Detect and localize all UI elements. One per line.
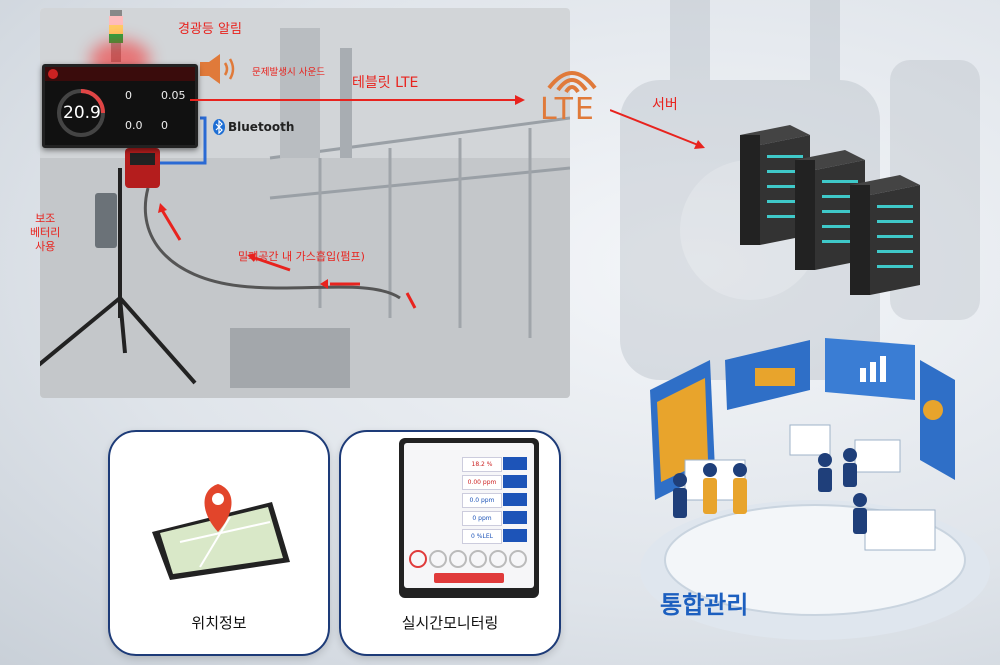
tablet-row: 18.2 % (410, 457, 528, 472)
tablet-row: 0.0 ppm (410, 493, 528, 508)
tablet-row: 0.00 ppm (410, 475, 528, 490)
tablet-screen: 18.2 % 0.00 ppm 0.0 ppm 0 ppm 0 %LEL (404, 443, 534, 588)
row-value: 0 %LEL (462, 529, 502, 544)
monitor-value-1: 0 (125, 89, 132, 102)
lte-logo-text: LTE (540, 92, 596, 127)
row-button[interactable] (503, 475, 527, 488)
gas-monitor-display: 20.9 0 0.05 0.0 0 (42, 64, 198, 148)
server-label: 서버 (652, 97, 678, 113)
lte-wifi-icon (547, 71, 597, 94)
control-room-illustration (640, 338, 990, 640)
row-button[interactable] (503, 457, 527, 470)
monitor-value-3: 0.0 (125, 119, 143, 132)
tablet-bottom-button[interactable] (434, 573, 504, 583)
location-label: 위치정보 (191, 614, 247, 632)
bluetooth-label: Bluetooth (228, 120, 295, 134)
monitor-header (45, 67, 195, 81)
bluetooth-badge: Bluetooth (213, 119, 294, 135)
tablet-gauges-icon (409, 550, 527, 568)
speaker-icon (200, 54, 235, 84)
integrated-management-label: 통합관리 (660, 591, 749, 619)
bluetooth-icon (213, 119, 225, 135)
gauge-ring-icon (57, 89, 105, 137)
gas-intake-label: 밀폐공간 내 가스흡입(펌프) (238, 250, 365, 263)
sound-label: 문제발생시 사운드 (252, 67, 325, 78)
tower-light-icon (109, 10, 123, 62)
logo-icon (48, 69, 58, 79)
aux-battery-label: 보조 베터리 사용 (30, 212, 61, 253)
lte-arrow (190, 95, 525, 105)
row-button[interactable] (503, 529, 527, 542)
tablet-device: 18.2 % 0.00 ppm 0.0 ppm 0 ppm 0 %LEL (399, 438, 539, 598)
tower-light-label: 경광등 알림 (178, 22, 242, 37)
monitor-main-value: 20.9 (63, 103, 101, 123)
server-arrow (610, 109, 705, 149)
row-value: 0.00 ppm (462, 475, 502, 490)
smartphone-map-icon (152, 484, 290, 580)
monitoring-label: 실시간모니터링 (401, 614, 499, 632)
tablet-row: 0 ppm (410, 511, 528, 526)
tablet-row: 0 %LEL (410, 529, 528, 544)
row-button[interactable] (503, 493, 527, 506)
row-button[interactable] (503, 511, 527, 524)
row-value: 0 ppm (462, 511, 502, 526)
row-value: 18.2 % (462, 457, 502, 472)
monitoring-card: 18.2 % 0.00 ppm 0.0 ppm 0 ppm 0 %LEL (339, 430, 561, 656)
lte-link-label: 테블릿 LTE (352, 75, 419, 91)
location-card: 위치정보 (108, 430, 330, 656)
row-value: 0.0 ppm (462, 493, 502, 508)
monitor-value-2: 0.05 (161, 89, 186, 102)
server-rack-icon (740, 125, 920, 295)
monitor-value-4: 0 (161, 119, 168, 132)
